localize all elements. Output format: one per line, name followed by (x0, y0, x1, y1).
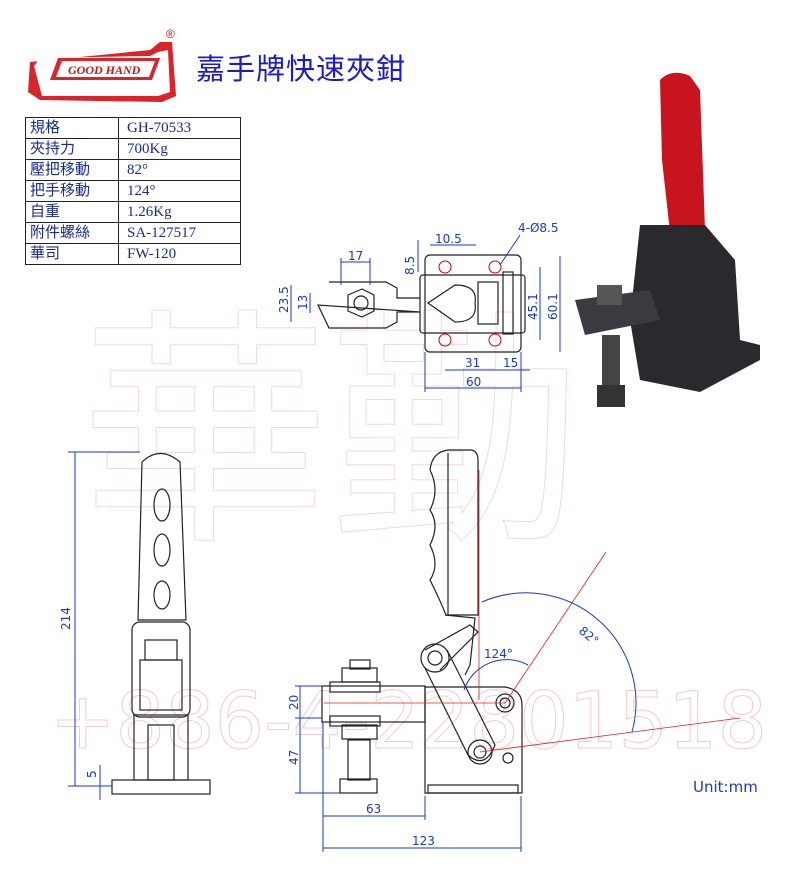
dim-60-1: 60.1 (546, 293, 560, 320)
angle-82: 82° (576, 624, 601, 648)
spec-value: 124° (118, 180, 241, 202)
unit-label: Unit:mm (693, 778, 758, 796)
spec-label: 華司 (25, 243, 119, 265)
red-handle (660, 72, 705, 232)
dim-8-5: 8.5 (403, 256, 417, 275)
dim-45-1: 45.1 (526, 293, 540, 320)
dim-63: 63 (366, 802, 381, 816)
dim-13: 13 (296, 295, 310, 310)
spec-value: FW-120 (118, 243, 241, 265)
dim-10-5: 10.5 (435, 232, 462, 246)
dim-17: 17 (348, 249, 363, 263)
dim-23-5: 23.5 (277, 286, 291, 313)
page-title: 嘉手牌快速夾鉗 (196, 52, 407, 86)
dim-20: 20 (287, 695, 301, 710)
dim-5: 5 (85, 770, 99, 778)
good-hand-logo: GOOD HAND ® (28, 27, 176, 102)
spec-label: 夾持力 (25, 138, 119, 160)
dim-123: 123 (412, 834, 435, 848)
dim-31: 31 (465, 356, 480, 370)
spec-value: SA-127517 (118, 222, 241, 244)
registered-mark: ® (166, 27, 175, 41)
logo-text: GOOD HAND (68, 63, 141, 77)
dim-47: 47 (287, 750, 301, 765)
dim-holes: 4-Ø8.5 (518, 221, 559, 235)
spec-value: 82° (118, 159, 241, 181)
dim-214: 214 (59, 607, 73, 630)
angle-124: 124° (484, 647, 513, 661)
spec-label: 壓把移動 (25, 159, 119, 181)
watermark-glyphs: 華勤 (80, 288, 580, 579)
dim-60: 60 (466, 375, 481, 389)
dim-15: 15 (503, 356, 518, 370)
